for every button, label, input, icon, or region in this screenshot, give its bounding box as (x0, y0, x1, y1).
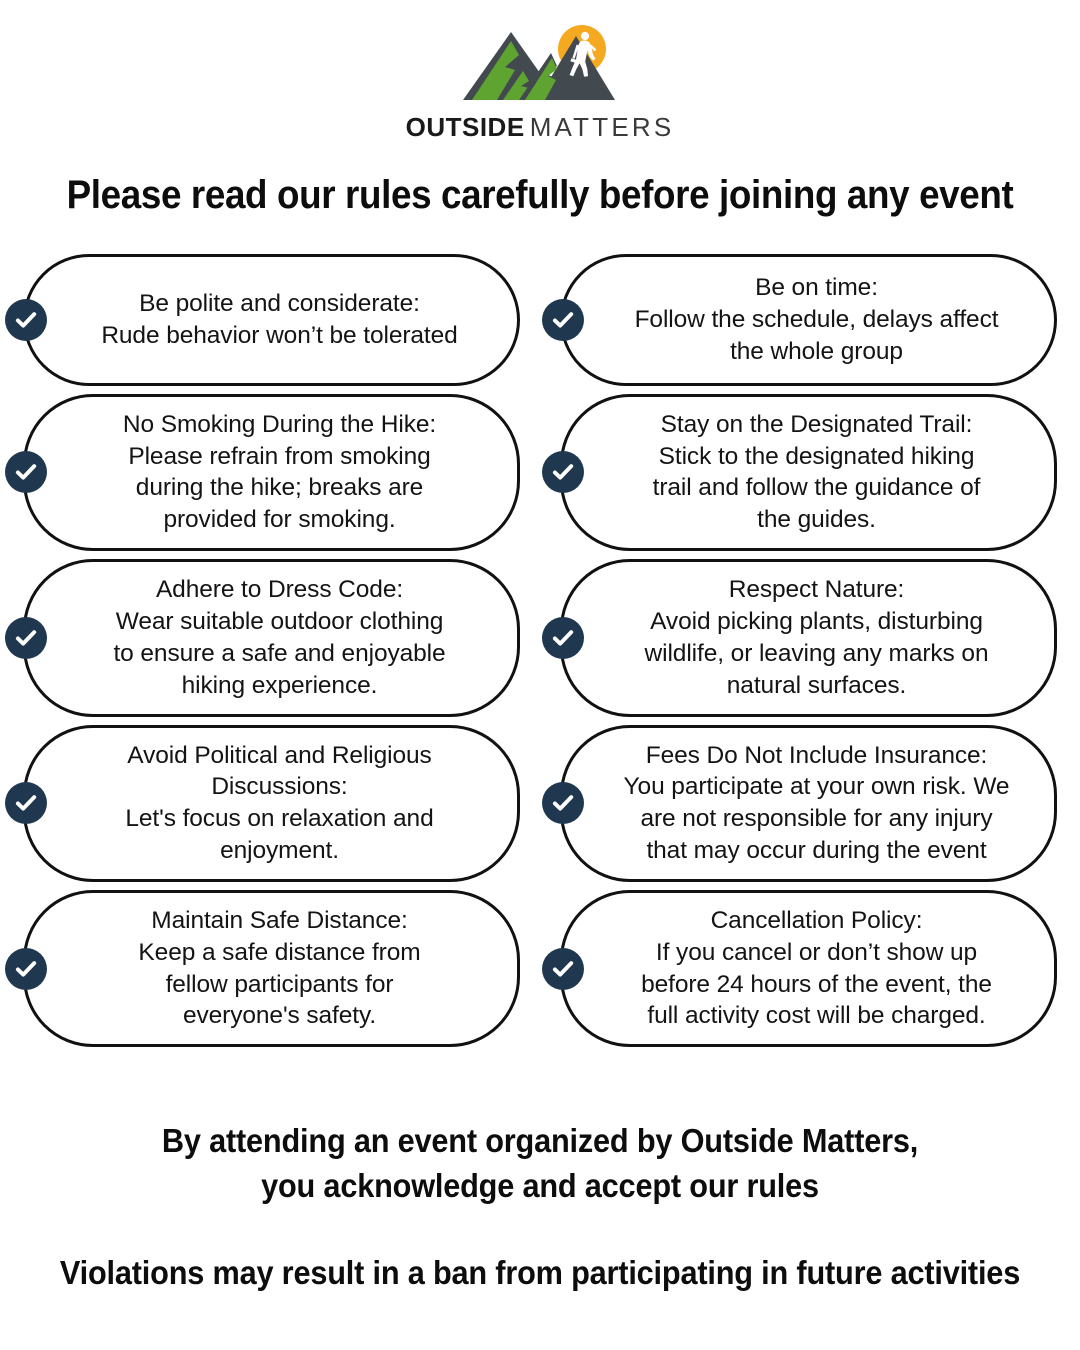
check-circle-icon (5, 616, 47, 659)
page-title: Please read our rules carefully before j… (66, 173, 1014, 217)
check-circle-icon (5, 451, 47, 494)
footer: By attending an event organized by Outsi… (0, 1119, 1080, 1295)
check-circle-icon (5, 947, 47, 990)
brand-wordmark: OUTSIDE MATTERS (406, 112, 675, 143)
check-circle-icon (5, 782, 47, 825)
rule-card-respect-nature: Respect Nature: Avoid picking plants, di… (542, 559, 1057, 717)
check-circle-icon (542, 947, 584, 990)
rule-text: Fees Do Not Include Insurance: You parti… (623, 741, 1010, 865)
rule-text: Adhere to Dress Code: Wear suitable outd… (113, 576, 446, 699)
check-circle-icon (542, 782, 584, 825)
footer-acknowledgement: By attending an event organized by Outsi… (161, 1122, 919, 1204)
rule-card-safe-distance: Maintain Safe Distance: Keep a safe dist… (5, 889, 520, 1048)
rule-card-cancellation-policy: Cancellation Policy: If you cancel or do… (542, 889, 1057, 1048)
check-circle-icon (542, 451, 584, 494)
rule-card-fees-no-insurance: Fees Do Not Include Insurance: You parti… (542, 724, 1057, 882)
rules-grid: Be polite and considerate: Rude behavior… (5, 253, 1057, 1048)
rule-text: Be polite and considerate: Rude behavior… (101, 289, 458, 349)
rule-card-be-on-time: Be on time: Follow the schedule, delays … (542, 253, 1057, 386)
brand-logo: OUTSIDE MATTERS (0, 0, 1080, 143)
rule-text: Respect Nature: Avoid picking plants, di… (644, 576, 989, 699)
rule-text: Avoid Political and Religious Discussion… (125, 741, 434, 865)
mountain-hiker-sun-logo-icon (463, 25, 615, 100)
rule-text: Be on time: Follow the schedule, delays … (634, 274, 999, 365)
rule-card-stay-on-trail: Stay on the Designated Trail: Stick to t… (542, 393, 1057, 552)
rule-card-dress-code: Adhere to Dress Code: Wear suitable outd… (5, 559, 520, 717)
rule-card-be-polite: Be polite and considerate: Rude behavior… (5, 253, 520, 386)
footer-violations-notice: Violations may result in a ban from part… (59, 1254, 1021, 1292)
rule-text: Maintain Safe Distance: Keep a safe dist… (138, 906, 421, 1030)
check-circle-icon (5, 298, 47, 341)
rule-text: No Smoking During the Hike: Please refra… (122, 410, 437, 534)
rule-text: Cancellation Policy: If you cancel or do… (641, 906, 992, 1030)
check-circle-icon (542, 616, 584, 659)
rule-text: Stay on the Designated Trail: Stick to t… (652, 410, 981, 534)
brand-wordmark-light: MATTERS (529, 112, 675, 142)
rule-card-avoid-political-religious: Avoid Political and Religious Discussion… (5, 724, 520, 882)
rule-card-no-smoking: No Smoking During the Hike: Please refra… (5, 393, 520, 552)
brand-wordmark-bold: OUTSIDE (405, 112, 525, 142)
check-circle-icon (542, 298, 584, 341)
